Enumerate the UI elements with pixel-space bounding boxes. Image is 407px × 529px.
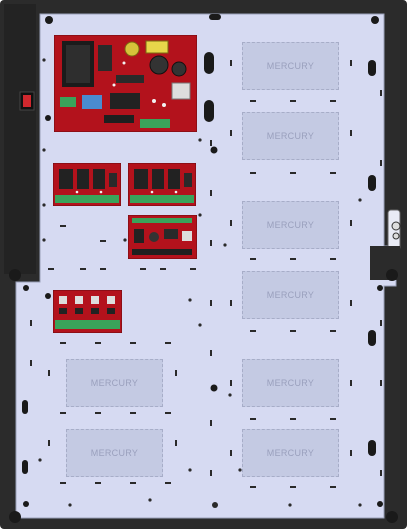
terminal-board (53, 290, 122, 333)
slot-label: MERCURY (266, 290, 315, 300)
left-rail (4, 4, 36, 274)
mercury-slot: MERCURY (66, 359, 163, 407)
mercury-slot: MERCURY (242, 359, 339, 407)
mercury-slot: MERCURY (242, 201, 339, 249)
mercury-slot: MERCURY (242, 429, 339, 477)
distribution-board (128, 215, 197, 259)
relay-board-drawing (128, 163, 196, 206)
slot-label: MERCURY (90, 448, 139, 458)
relay-board (53, 163, 121, 206)
relay-board-drawing (53, 163, 121, 206)
slot-label: MERCURY (266, 220, 315, 230)
key-lock-icon (391, 221, 401, 240)
power-supply-board (54, 35, 197, 132)
mercury-slot: MERCURY (242, 112, 339, 160)
distribution-board-drawing (128, 215, 197, 259)
terminal-board-drawing (53, 290, 122, 333)
mercury-slot: MERCURY (242, 271, 339, 319)
relay-board (128, 163, 196, 206)
slot-label: MERCURY (266, 448, 315, 458)
power-supply-board-drawing (54, 35, 197, 132)
slot-label: MERCURY (266, 378, 315, 388)
mounting-screw-icon (9, 16, 398, 523)
slot-label: MERCURY (266, 131, 315, 141)
power-switch-icon (19, 91, 35, 111)
slot-label: MERCURY (266, 61, 315, 71)
mercury-slot: MERCURY (242, 42, 339, 90)
slot-label: MERCURY (90, 378, 139, 388)
mercury-slot: MERCURY (66, 429, 163, 477)
